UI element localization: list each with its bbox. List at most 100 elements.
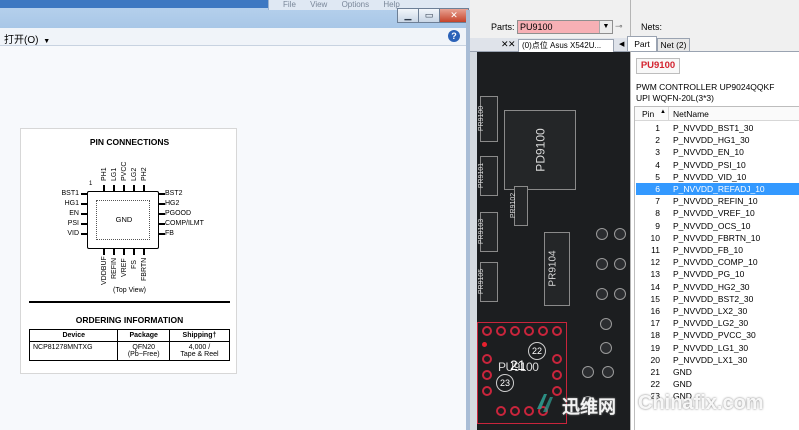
parts-search-value[interactable]: PU9100 [520,22,553,32]
exposed-pad: GND [96,200,150,240]
pu-pin-pad[interactable] [552,326,562,336]
close-button[interactable]: ✕ [439,8,469,23]
net-name-cell: P_NVVDD_OCS_10 [673,220,751,231]
net-name-cell: P_NVVDD_REFADJ_10 [673,184,765,194]
tab-net[interactable]: Net (2) [657,38,690,51]
minimize-button[interactable]: ▁ [397,8,419,23]
component-ref: PR9104 [547,250,559,287]
pu-pin-pad[interactable] [510,406,520,416]
background-window-menubar[interactable]: File View Options Help [268,0,470,10]
pin-tick [159,193,165,195]
board-pad[interactable] [614,288,626,300]
tab-board-file[interactable]: (0)点位 Asus X542U... [518,39,614,52]
pin-number-cell: 1 [655,123,660,133]
pu-pin-pad[interactable] [482,370,492,380]
pin-number-cell: 4 [655,159,660,170]
pu-pin-pad[interactable] [482,386,492,396]
help-icon[interactable]: ? [448,30,460,42]
board-pad[interactable] [582,366,594,378]
pu-pin-pad[interactable] [552,386,562,396]
bottom-pin-label: FS [131,260,138,269]
column-divider[interactable] [668,107,669,121]
board-pad[interactable] [600,318,612,330]
net-name-cell: P_NVVDD_HG2_30 [673,281,750,292]
component-pr9105[interactable]: PR9105 [478,262,498,302]
board-pad[interactable] [596,288,608,300]
sort-ascending-icon[interactable]: ▲ [660,109,666,115]
column-header-netname[interactable]: NetName [673,109,709,119]
component-pr9102[interactable]: PR9102 [510,186,528,226]
pu-pin-pad[interactable] [552,370,562,380]
net-name-cell: P_NVVDD_LX1_30 [673,354,748,365]
pu-pin-pad[interactable] [496,326,506,336]
close-icon[interactable]: ✕ [508,39,516,49]
pin-tick [103,249,105,255]
close-icon[interactable]: ✕ [501,39,509,49]
pu-pin-pad[interactable] [510,326,520,336]
pu-pin-pad[interactable] [496,406,506,416]
bg-menu-item[interactable]: File [283,0,296,9]
component-pr9101[interactable]: PR9101 [478,156,498,196]
pin-tick [159,233,165,235]
bg-menu-item[interactable]: Options [341,0,370,9]
column-header-pin[interactable]: Pin [642,109,655,119]
board-pad[interactable] [596,258,608,270]
parts-search-combo[interactable]: PU9100 ▼ [517,20,613,34]
top-pin-label: PVCC [121,161,128,181]
pu-pin-pad[interactable] [482,326,492,336]
pu-pin-pad[interactable] [524,406,534,416]
board-canvas[interactable]: PR9100 PD9100 PR9101 PR9102 PR9103 PR910… [470,52,630,430]
selected-part-outline[interactable] [477,322,567,424]
board-pad[interactable] [596,228,608,240]
board-pad[interactable] [614,258,626,270]
pu-pin-pad[interactable] [552,354,562,364]
component-pr9103[interactable]: PR9103 [478,212,498,252]
board-pad[interactable] [600,342,612,354]
board-pad[interactable] [582,396,594,408]
component-pr9104[interactable]: PR9104 [544,232,570,306]
pin-number-cell: 7 [655,196,660,207]
component-pd9100[interactable]: PD9100 [504,110,576,190]
board-pad[interactable] [614,228,626,240]
open-menu[interactable]: 打开(O) ▼ [4,31,50,46]
bg-menu-item[interactable]: Help [383,0,400,9]
component-pr9100[interactable]: PR9100 [478,96,498,142]
net-name-cell: GND [673,379,692,390]
chevron-down-icon[interactable]: ▼ [599,21,612,33]
bg-menu-item[interactable]: View [310,0,328,9]
tab-scroll-left-icon[interactable]: ◀ [619,41,625,48]
pu-pin-pad[interactable] [538,326,548,336]
pushpin-icon[interactable]: ⊸ [615,21,623,31]
pu-pin-pad[interactable] [524,326,534,336]
pad-23[interactable]: 23 [496,374,514,392]
table-header-cell: Shipping† [168,329,231,342]
pu-pin-pad[interactable] [482,354,492,364]
board-pad[interactable] [602,366,614,378]
tab-part[interactable]: Part [627,36,657,51]
restore-button[interactable]: ▭ [418,8,440,23]
pad-22[interactable]: 22 [528,342,546,360]
